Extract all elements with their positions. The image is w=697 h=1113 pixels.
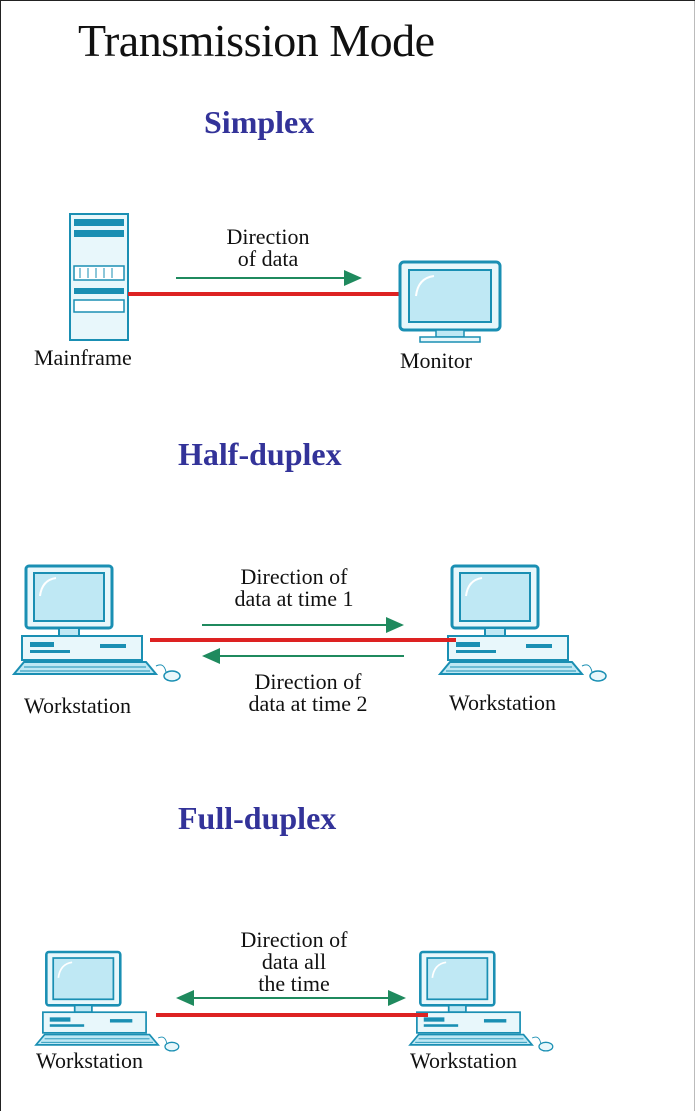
mainframe-label: Mainframe — [34, 345, 132, 370]
simplex-heading: Simplex — [204, 104, 315, 140]
full-left-workstation-icon — [34, 950, 181, 1053]
simplex-arrow-label: Direction of data — [226, 224, 310, 271]
half-left-workstation-icon — [12, 564, 182, 683]
monitor-label: Monitor — [400, 348, 473, 373]
full-duplex-heading: Full-duplex — [178, 800, 337, 836]
mainframe-icon — [69, 213, 129, 341]
monitor-icon — [398, 260, 502, 343]
half-duplex-heading: Half-duplex — [178, 436, 342, 472]
full-right-workstation-label: Workstation — [410, 1048, 517, 1073]
full-left-workstation-label: Workstation — [36, 1048, 143, 1073]
half-duplex-top-label: Direction of data at time 1 — [234, 564, 354, 611]
half-left-workstation-label: Workstation — [24, 693, 131, 718]
page-title: Transmission Mode — [78, 15, 435, 66]
full-right-workstation-icon — [408, 950, 555, 1053]
half-duplex-bottom-label: Direction of data at time 2 — [248, 669, 368, 716]
full-duplex-arrow-label: Direction of data all the time — [240, 927, 348, 996]
half-right-workstation-label: Workstation — [449, 690, 556, 715]
half-right-workstation-icon — [438, 564, 608, 683]
